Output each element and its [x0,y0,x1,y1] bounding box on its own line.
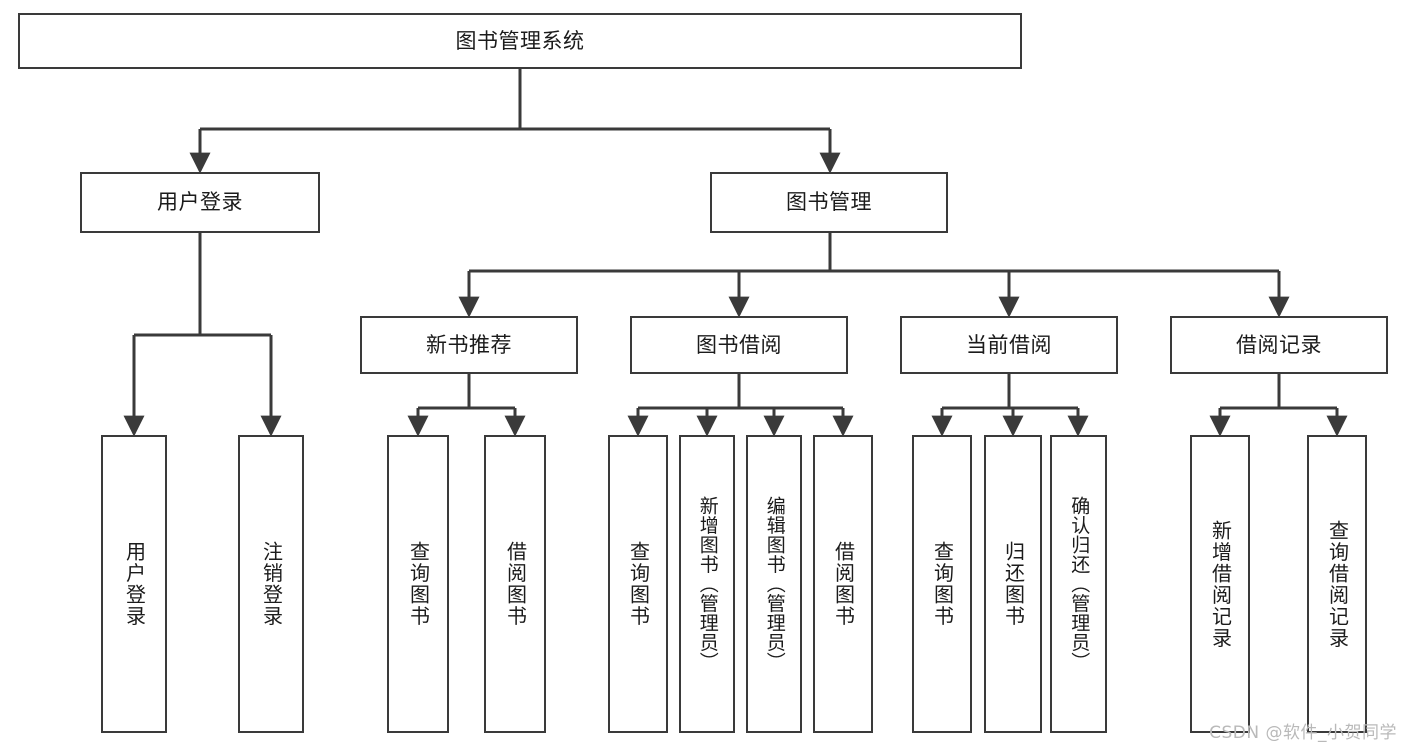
node-current-borrow[interactable]: 当前借阅 [900,316,1118,374]
node-leaf-query-book-3-label: 查询图书 [930,541,955,627]
node-book-manage-label: 图书管理 [786,190,872,215]
node-leaf-logout[interactable]: 注销登录 [238,435,304,733]
node-leaf-edit-book[interactable]: 编辑图书（管理员） [746,435,802,733]
node-leaf-query-book-3[interactable]: 查询图书 [912,435,972,733]
node-leaf-confirm-return-label: 确认归还（管理员） [1068,496,1091,672]
node-leaf-query-book-1[interactable]: 查询图书 [387,435,449,733]
node-root-label: 图书管理系统 [455,28,585,53]
node-current-borrow-label: 当前借阅 [966,332,1052,357]
node-book-borrow[interactable]: 图书借阅 [630,316,848,374]
node-new-book-recommend-label: 新书推荐 [426,332,512,357]
node-leaf-query-book-1-label: 查询图书 [406,541,431,627]
node-borrow-record[interactable]: 借阅记录 [1170,316,1388,374]
node-leaf-confirm-return[interactable]: 确认归还（管理员） [1050,435,1107,733]
node-leaf-borrow-book-1-label: 借阅图书 [503,541,528,627]
node-leaf-borrow-book-2[interactable]: 借阅图书 [813,435,873,733]
node-book-borrow-label: 图书借阅 [696,332,782,357]
node-leaf-add-book[interactable]: 新增图书（管理员） [679,435,735,733]
node-leaf-add-record-label: 新增借阅记录 [1208,519,1233,649]
node-borrow-record-label: 借阅记录 [1236,332,1322,357]
node-leaf-return-book[interactable]: 归还图书 [984,435,1042,733]
node-root[interactable]: 图书管理系统 [18,13,1022,69]
node-new-book-recommend[interactable]: 新书推荐 [360,316,578,374]
node-leaf-user-login-label: 用户登录 [122,541,147,627]
node-book-manage[interactable]: 图书管理 [710,172,948,233]
node-user-login[interactable]: 用户登录 [80,172,320,233]
node-leaf-user-login[interactable]: 用户登录 [101,435,167,733]
node-leaf-return-book-label: 归还图书 [1001,541,1026,627]
node-user-login-label: 用户登录 [157,190,243,215]
node-leaf-add-record[interactable]: 新增借阅记录 [1190,435,1250,733]
node-leaf-borrow-book-2-label: 借阅图书 [831,541,856,627]
node-leaf-query-book-2-label: 查询图书 [626,541,651,627]
node-leaf-query-record[interactable]: 查询借阅记录 [1307,435,1367,733]
node-leaf-logout-label: 注销登录 [259,541,284,627]
node-leaf-add-book-label: 新增图书（管理员） [696,496,719,672]
node-leaf-query-record-label: 查询借阅记录 [1325,519,1350,649]
node-leaf-query-book-2[interactable]: 查询图书 [608,435,668,733]
node-leaf-edit-book-label: 编辑图书（管理员） [763,496,786,672]
node-leaf-borrow-book-1[interactable]: 借阅图书 [484,435,546,733]
